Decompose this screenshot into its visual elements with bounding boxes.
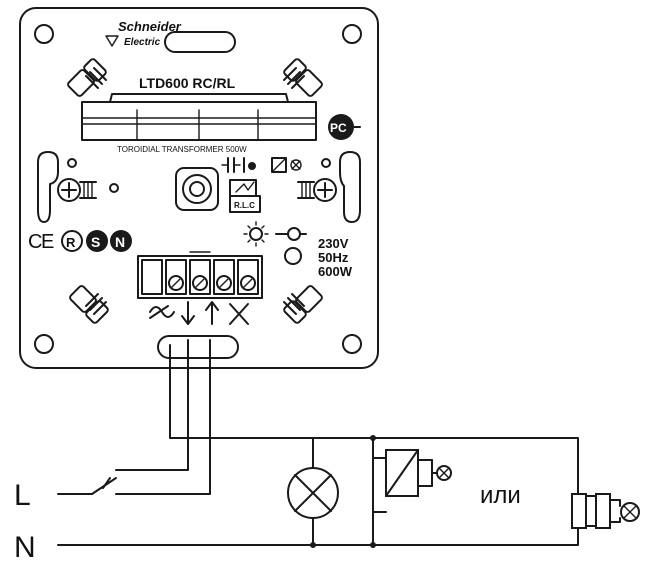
led-indicator [284,247,302,265]
svg-text:PC: PC [330,121,347,135]
clip-screw-br-icon [283,285,323,324]
indicator-lamp-icon [275,227,307,241]
svg-text:N: N [115,234,125,250]
clip-screw-tl-icon [67,58,107,97]
halogen-lamp-2-icon [620,502,640,522]
svg-text:C: C [28,231,42,253]
clip-screw-bl-icon [69,285,109,324]
potentiometer-knob [175,167,219,211]
wires [115,339,579,546]
or-label: или [480,482,521,509]
terminal-screw-4-icon [240,275,256,291]
svg-text:R.L.C: R.L.C [234,201,255,210]
frequency-rating: 50Hz [318,250,349,265]
terminal-screw-1-icon [168,275,184,291]
corner-hole-bl [34,334,54,354]
certification-marks-icon: C E R S N [28,230,132,253]
mount-screw-left-icon [57,178,119,202]
line-switch [57,477,117,495]
svg-text:R: R [66,235,76,250]
transformer-block [81,93,317,141]
rlc-box: R.L.C [229,195,261,213]
brand-logo-icon [105,35,119,47]
mount-screw-right-icon [297,158,337,202]
junction-dot [370,542,376,548]
dimmer-body: Schneider Electric LTD600 RC/RL [19,7,379,369]
resistive-load-icon [229,179,257,197]
corner-hole-br [342,334,362,354]
model-label: LTD600 RC/RL [139,75,236,91]
line-label: L [14,479,31,512]
power-rating: 600W [318,264,353,279]
halogen-lamp-icon [431,465,452,481]
arrow-up-icon [205,301,219,325]
junction-dot [370,435,376,441]
terminal-screw-2-icon [192,275,208,291]
terminal-screw-3-icon [216,275,232,291]
neutral-label: N [14,531,36,564]
brightness-icon [243,221,269,247]
voltage-rating: 230V [318,236,349,251]
terminal-block [137,251,263,299]
left-slot [37,151,59,223]
capacitor-load-icon [221,157,256,173]
neutral-line [57,519,579,546]
gost-mark-icon: PC [328,114,361,140]
transformer-label: TOROIDIAL TRANSFORMER 500W [117,145,247,154]
lamp-icon [287,467,339,519]
junction-dot [310,542,316,548]
electronic-transformer-icon [385,449,433,497]
no-connect-icon [229,303,249,325]
brand-name: Schneider [118,19,182,34]
corner-hole-tr [342,24,362,44]
clip-screw-tr-icon [283,58,323,97]
svg-text:E: E [41,231,54,253]
dashed-segments [439,437,567,546]
toroidal-transformer-icon [571,493,621,529]
svg-text:S: S [91,234,100,250]
right-slot [339,151,361,223]
transformer-load-icon [271,157,302,173]
arrow-down-icon [181,301,195,325]
phase-in-icon [149,305,175,319]
corner-hole-tl [34,24,54,44]
brand-name-2: Electric [124,37,161,48]
